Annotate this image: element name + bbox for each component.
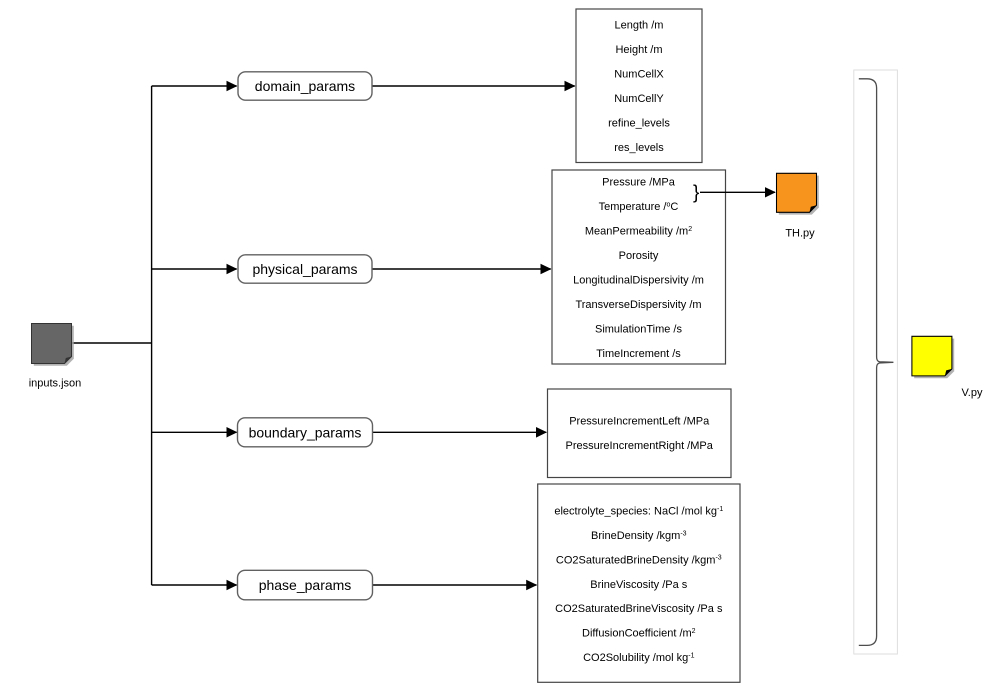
svg-text:DiffusionCoefficient /m2: DiffusionCoefficient /m2 — [582, 628, 696, 640]
svg-text:TransverseDispersivity /m: TransverseDispersivity /m — [575, 299, 701, 311]
svg-text:SimulationTime /s: SimulationTime /s — [595, 323, 683, 335]
svg-text:CO2SaturatedBrineViscosity /Pa: CO2SaturatedBrineViscosity /Pa s — [555, 603, 723, 615]
svg-text:NumCellY: NumCellY — [614, 93, 664, 105]
svg-text:Height /m: Height /m — [615, 44, 662, 56]
svg-text:CO2Solubility /mol kg-1: CO2Solubility /mol kg-1 — [583, 652, 694, 664]
svg-text:domain_params: domain_params — [255, 78, 355, 94]
svg-text:LongitudinalDispersivity /m: LongitudinalDispersivity /m — [573, 274, 704, 286]
svg-text:Porosity: Porosity — [619, 250, 659, 262]
svg-text:PressureIncrementLeft /MPa: PressureIncrementLeft /MPa — [569, 416, 710, 428]
svg-text:boundary_params: boundary_params — [249, 424, 362, 440]
svg-text:TimeIncrement /s: TimeIncrement /s — [596, 348, 681, 360]
svg-text:electrolyte_species: NaCl /mol: electrolyte_species: NaCl /mol kg-1 — [554, 505, 723, 517]
svg-text:MeanPermeability /m2: MeanPermeability /m2 — [585, 226, 692, 238]
svg-text:phase_params: phase_params — [259, 577, 352, 593]
svg-text:BrineDensity /kgm-3: BrineDensity /kgm-3 — [591, 530, 687, 542]
svg-text:BrineViscosity /Pa s: BrineViscosity /Pa s — [590, 579, 688, 591]
svg-text:refine_levels: refine_levels — [608, 117, 670, 129]
svg-text:physical_params: physical_params — [252, 261, 357, 277]
svg-text:NumCellX: NumCellX — [614, 69, 664, 81]
svg-text:inputs.json: inputs.json — [29, 378, 82, 390]
svg-text:TH.py: TH.py — [785, 228, 815, 240]
svg-text:V.py: V.py — [961, 387, 983, 399]
svg-text:res_levels: res_levels — [614, 142, 664, 154]
svg-text:Temperature /oC: Temperature /oC — [599, 201, 679, 213]
svg-text:CO2SaturatedBrineDensity /kgm-: CO2SaturatedBrineDensity /kgm-3 — [556, 554, 722, 566]
svg-text:}: } — [693, 183, 699, 204]
svg-text:Length /m: Length /m — [615, 20, 664, 32]
svg-text:Pressure /MPa: Pressure /MPa — [602, 177, 676, 189]
svg-text:PressureIncrementRight /MPa: PressureIncrementRight /MPa — [566, 440, 714, 452]
